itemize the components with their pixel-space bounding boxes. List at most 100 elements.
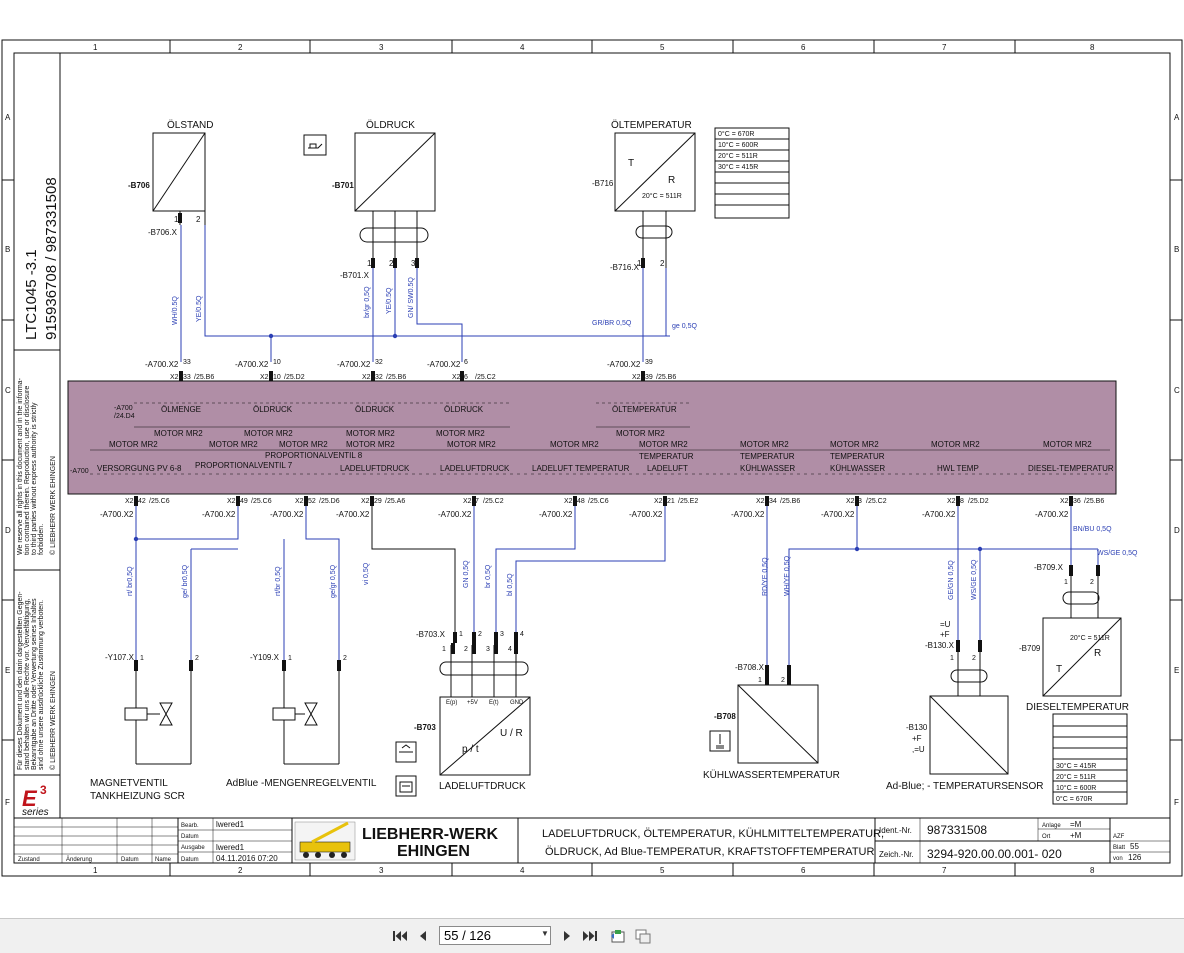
svg-text:4: 4 xyxy=(508,646,512,653)
svg-text:20°C = 511R: 20°C = 511R xyxy=(1070,634,1110,642)
bottom-wires: rt/ br0,5Q ge/ br0,5Q rt/br 0,5Q ge/gr 0… xyxy=(127,506,1138,665)
svg-text:X2: X2 xyxy=(227,498,236,505)
first-page-icon[interactable] xyxy=(391,927,409,945)
svg-text:MOTOR MR2: MOTOR MR2 xyxy=(346,440,395,449)
svg-text:-A700.X2: -A700.X2 xyxy=(731,510,765,519)
svg-text:© LIEBHERR WERK EHINGEN: © LIEBHERR WERK EHINGEN xyxy=(49,671,57,770)
next-page-icon[interactable] xyxy=(558,927,576,945)
svg-text:-B701.X: -B701.X xyxy=(340,271,370,280)
prev-page-icon[interactable] xyxy=(414,927,432,945)
svg-text:36: 36 xyxy=(1073,498,1081,505)
svg-text:MOTOR MR2: MOTOR MR2 xyxy=(740,440,789,449)
svg-text:ÖLTEMPERATUR: ÖLTEMPERATUR xyxy=(611,119,692,131)
svg-text:04.11.2016 07:20: 04.11.2016 07:20 xyxy=(216,854,278,863)
svg-text:1: 1 xyxy=(442,646,446,653)
ident-number: 987331508 xyxy=(927,823,987,837)
company-name-line2: EHINGEN xyxy=(397,843,470,860)
svg-text:X2: X2 xyxy=(1060,498,1069,505)
col-label-4-bottom: 4 xyxy=(520,866,525,875)
svg-text:MOTOR MR2: MOTOR MR2 xyxy=(346,429,395,438)
svg-text:X2: X2 xyxy=(295,498,304,505)
svg-text:20°C = 511R: 20°C = 511R xyxy=(718,152,758,160)
ecu-a700-block[interactable]: -A700 /24.D4 ÖLMENGE ÖLDRUCK ÖLDRUCK ÖLD… xyxy=(67,380,1117,495)
chevron-down-icon[interactable]: ▼ xyxy=(541,929,549,938)
svg-text:Name: Name xyxy=(155,857,172,863)
svg-text:Bearb.: Bearb. xyxy=(181,823,199,829)
col-label-2: 2 xyxy=(238,43,243,52)
svg-text:von: von xyxy=(1113,856,1123,862)
svg-text:-A700.X2: -A700.X2 xyxy=(336,510,370,519)
svg-text:2: 2 xyxy=(464,646,468,653)
svg-text:32: 32 xyxy=(375,359,383,366)
svg-text:lwered1: lwered1 xyxy=(216,820,245,829)
svg-text:Zeich.-Nr.: Zeich.-Nr. xyxy=(879,850,914,859)
svg-text:T: T xyxy=(628,158,634,169)
page-number-input[interactable]: 55 / 126 xyxy=(439,926,551,945)
sensor-title: ÖLSTAND xyxy=(167,119,214,131)
svg-text:PROPORTIONALVENTIL 7: PROPORTIONALVENTIL 7 xyxy=(195,461,293,470)
svg-text:sind ohne unsere ausdrückliche: sind ohne unsere ausdrückliche Zustimmun… xyxy=(38,600,45,770)
svg-text:Datum: Datum xyxy=(181,834,199,840)
svg-text:/25.B6: /25.B6 xyxy=(656,374,676,381)
svg-text:R: R xyxy=(668,175,675,186)
svg-text:32: 32 xyxy=(375,374,383,381)
svg-text:/25.B6: /25.B6 xyxy=(386,374,406,381)
svg-text:+F: +F xyxy=(912,734,922,743)
svg-text:1: 1 xyxy=(367,259,372,268)
svg-text:MOTOR MR2: MOTOR MR2 xyxy=(154,429,203,438)
svg-text:TEMPERATUR: TEMPERATUR xyxy=(830,452,885,461)
svg-text:MOTOR MR2: MOTOR MR2 xyxy=(244,429,293,438)
svg-text:X2: X2 xyxy=(756,498,765,505)
svg-text:lwered1: lwered1 xyxy=(216,843,245,852)
svg-text:rt/br 0,5Q: rt/br 0,5Q xyxy=(275,566,282,596)
svg-text:-A700.X2: -A700.X2 xyxy=(270,510,304,519)
svg-text:MOTOR MR2: MOTOR MR2 xyxy=(279,440,328,449)
svg-text:2: 2 xyxy=(389,259,394,268)
svg-text:=U: =U xyxy=(940,620,951,629)
svg-text:MOTOR MR2: MOTOR MR2 xyxy=(639,440,688,449)
page-navigation-bar: 55 / 126 ▼ xyxy=(0,918,1184,953)
export-icon[interactable] xyxy=(609,927,627,945)
svg-text:2: 2 xyxy=(343,655,347,662)
svg-text:+5V: +5V xyxy=(467,700,478,706)
svg-text:49: 49 xyxy=(240,498,248,505)
fit-page-icon[interactable] xyxy=(634,927,652,945)
svg-text:3: 3 xyxy=(40,783,47,797)
svg-text:/25.B6: /25.B6 xyxy=(780,498,800,505)
svg-text:PROPORTIONALVENTIL 8: PROPORTIONALVENTIL 8 xyxy=(265,451,363,460)
viewer-toolbar xyxy=(0,0,1184,39)
valve-y107-caption-1: MAGNETVENTIL xyxy=(90,778,168,789)
svg-text:3: 3 xyxy=(858,498,862,505)
last-page-icon[interactable] xyxy=(581,927,599,945)
svg-text:33: 33 xyxy=(183,359,191,366)
svg-text:52: 52 xyxy=(308,498,316,505)
svg-text:39: 39 xyxy=(645,359,653,366)
col-label-5: 5 xyxy=(660,43,665,52)
col-label-3: 3 xyxy=(379,43,384,52)
svg-text:br/gr 0,5Q: br/gr 0,5Q xyxy=(364,286,371,318)
row-label-e-right: E xyxy=(1174,666,1179,675)
col-label-8-bottom: 8 xyxy=(1090,866,1095,875)
svg-text:2: 2 xyxy=(972,655,976,662)
row-label-f-right: F xyxy=(1174,798,1179,807)
svg-text:E(t): E(t) xyxy=(489,700,499,706)
svg-text:Änderung: Änderung xyxy=(66,856,92,863)
svg-text:AZF: AZF xyxy=(1113,834,1125,840)
svg-text:Bekanntgabe an Dritte oder Ver: Bekanntgabe an Dritte oder Verwertung se… xyxy=(31,598,38,770)
svg-text:-B709: -B709 xyxy=(1019,644,1041,653)
svg-text:E(p): E(p) xyxy=(446,700,457,706)
thermometer-icon xyxy=(709,730,731,752)
svg-text:10: 10 xyxy=(273,359,281,366)
svg-text:ÖLDRUCK: ÖLDRUCK xyxy=(253,405,293,414)
